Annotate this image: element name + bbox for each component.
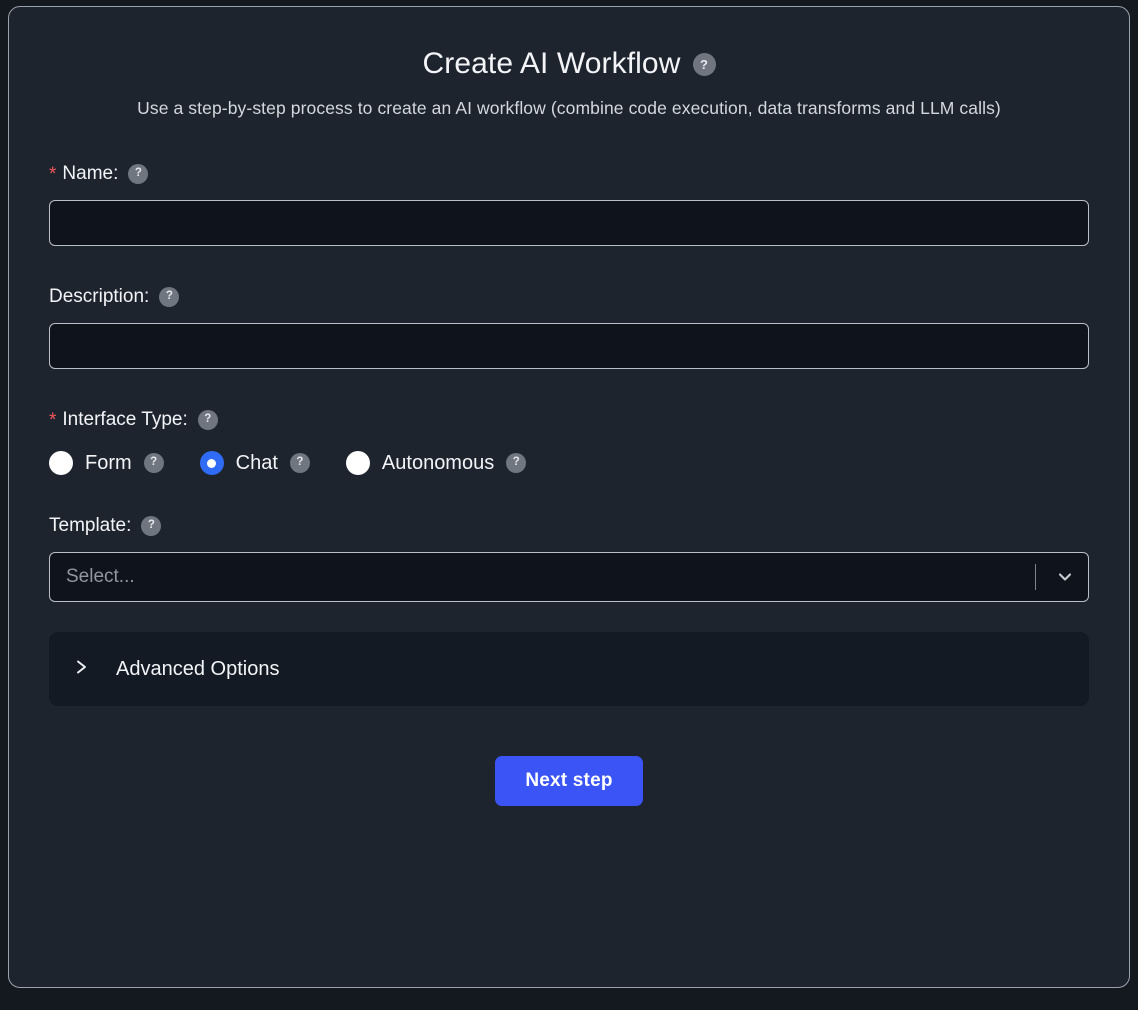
radio-option-form[interactable]: Form ? <box>49 451 164 475</box>
footer: Next step <box>49 756 1089 806</box>
template-field: Template: ? Select... <box>49 515 1089 602</box>
page-title-row: Create AI Workflow ? <box>49 47 1089 81</box>
radio-indicator-form[interactable] <box>49 451 73 475</box>
help-icon-interface-type[interactable]: ? <box>197 410 218 430</box>
interface-type-label: Interface Type: <box>62 409 188 430</box>
radio-label-autonomous: Autonomous <box>381 451 495 474</box>
advanced-options-accordion[interactable]: Advanced Options <box>49 632 1089 706</box>
description-label: Description: <box>49 286 150 307</box>
page-title: Create AI Workflow <box>422 47 681 80</box>
chevron-down-icon[interactable] <box>1050 567 1080 587</box>
template-select-controls <box>1035 553 1080 601</box>
required-marker-interface-type: * <box>49 409 57 431</box>
radio-option-autonomous[interactable]: Autonomous ? <box>345 451 527 475</box>
spacer <box>49 369 1089 409</box>
name-field: * Name: ? <box>49 163 1089 246</box>
interface-type-radio-group: Form ? Chat ? Autonomous ? <box>49 451 1089 475</box>
description-field: Description: ? <box>49 286 1089 369</box>
template-label-row: Template: ? <box>49 515 1089 537</box>
interface-type-field: * Interface Type: ? Form ? Chat ? Auton <box>49 409 1089 475</box>
help-icon-chat[interactable]: ? <box>289 453 310 473</box>
name-label-row: * Name: ? <box>49 163 1089 185</box>
interface-type-label-row: * Interface Type: ? <box>49 409 1089 431</box>
next-step-button[interactable]: Next step <box>495 756 643 806</box>
radio-indicator-autonomous[interactable] <box>345 451 370 475</box>
select-separator <box>1035 564 1036 590</box>
name-label: Name: <box>62 163 119 184</box>
template-select-value: Select... <box>66 566 135 587</box>
radio-option-chat[interactable]: Chat ? <box>199 451 310 475</box>
help-icon-name[interactable]: ? <box>128 164 149 184</box>
description-label-row: Description: ? <box>49 286 1089 308</box>
description-input[interactable] <box>49 323 1089 369</box>
help-icon-template[interactable]: ? <box>141 516 162 536</box>
template-select[interactable]: Select... <box>49 552 1089 602</box>
help-icon-description[interactable]: ? <box>159 287 180 307</box>
advanced-options-label: Advanced Options <box>116 657 280 680</box>
spacer <box>49 475 1089 515</box>
template-label: Template: <box>49 515 132 536</box>
help-icon-form[interactable]: ? <box>143 453 164 473</box>
required-marker-name: * <box>49 163 57 185</box>
help-icon-title[interactable]: ? <box>692 52 716 76</box>
radio-indicator-chat[interactable] <box>199 451 224 475</box>
create-workflow-card: Create AI Workflow ? Use a step-by-step … <box>8 6 1130 988</box>
radio-label-form: Form <box>85 451 132 474</box>
spacer <box>49 119 1089 163</box>
name-input[interactable] <box>49 200 1089 246</box>
spacer <box>49 246 1089 286</box>
chevron-right-icon[interactable] <box>75 658 89 680</box>
radio-label-chat: Chat <box>235 451 278 474</box>
page-subtitle: Use a step-by-step process to create an … <box>137 98 1001 118</box>
help-icon-autonomous[interactable]: ? <box>506 453 527 473</box>
